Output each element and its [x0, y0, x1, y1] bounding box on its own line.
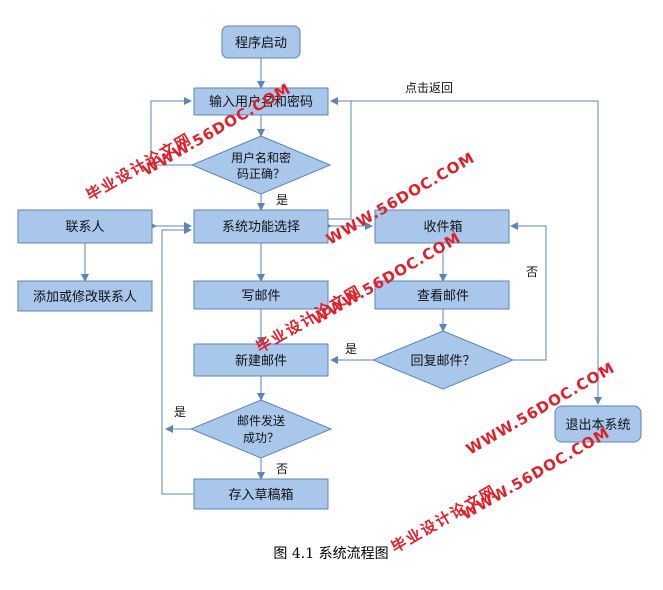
edge-label-yes-send: 是 — [174, 405, 186, 419]
edge-label-yes-check: 是 — [276, 193, 288, 207]
login-box — [193, 87, 329, 116]
draft-label: 存入草稿箱 — [228, 487, 293, 503]
exit-box — [554, 405, 642, 443]
inbox-box — [374, 209, 510, 244]
decision-diamonds — [189, 135, 515, 459]
check-label-line2: 码正确？ — [237, 167, 285, 181]
edge-login-exit — [351, 100, 602, 405]
send-label-line1: 邮件发送 — [237, 413, 285, 428]
watermark-site-4: 毕业设计论文网 — [388, 481, 500, 556]
reply-label: 回复邮件？ — [410, 354, 475, 369]
reply-diamond — [371, 330, 515, 390]
new-mail-label: 新建邮件 — [235, 353, 287, 369]
contacts-label: 联系人 — [65, 220, 104, 235]
view-label: 查看邮件 — [417, 288, 469, 304]
edge-reply-no — [510, 222, 547, 361]
node-labels: 程序启动 输入用户名和密码 用户名和密 码正确？ 系统功能选择 联系人 添加或修… — [33, 36, 631, 503]
figure-caption: 图 4.1 系统流程图 — [273, 546, 388, 562]
new-mail-box — [193, 343, 329, 377]
write-label: 写邮件 — [241, 289, 280, 304]
login-label: 输入用户名和密码 — [209, 94, 313, 110]
draft-box — [193, 478, 329, 510]
edge-check-retry — [150, 97, 193, 166]
edge-label-back: 点击返回 — [405, 81, 453, 95]
write-box — [193, 280, 329, 310]
edge-label-no-reply: 否 — [526, 265, 538, 279]
send-label-line2: 成功？ — [243, 431, 279, 445]
edge-label-no-send: 否 — [276, 462, 288, 476]
edge-draft-menu — [161, 226, 193, 495]
menu-label: 系统功能选择 — [222, 220, 300, 235]
check-label-line1: 用户名和密 — [231, 150, 291, 165]
inbox-label: 收件箱 — [423, 219, 462, 235]
start-label: 程序启动 — [235, 36, 287, 51]
contacts-box — [17, 209, 153, 244]
watermark-site-1: 毕业设计论文网 — [83, 129, 195, 204]
send-diamond — [189, 399, 333, 459]
process-boxes — [17, 25, 642, 510]
connectors — [81, 58, 602, 495]
edge-label-group: 点击返回 是 否 是 是 否 — [174, 81, 538, 476]
edit-contacts-label: 添加或修改联系人 — [33, 290, 137, 305]
edit-contacts-box — [17, 280, 153, 312]
menu-box — [193, 209, 329, 244]
edge-label-yes-reply: 是 — [345, 342, 357, 356]
check-diamond — [190, 135, 332, 195]
view-box — [374, 280, 510, 310]
edge-menu-back — [327, 101, 352, 220]
exit-label: 退出本系统 — [565, 418, 630, 433]
start-box — [221, 25, 301, 59]
